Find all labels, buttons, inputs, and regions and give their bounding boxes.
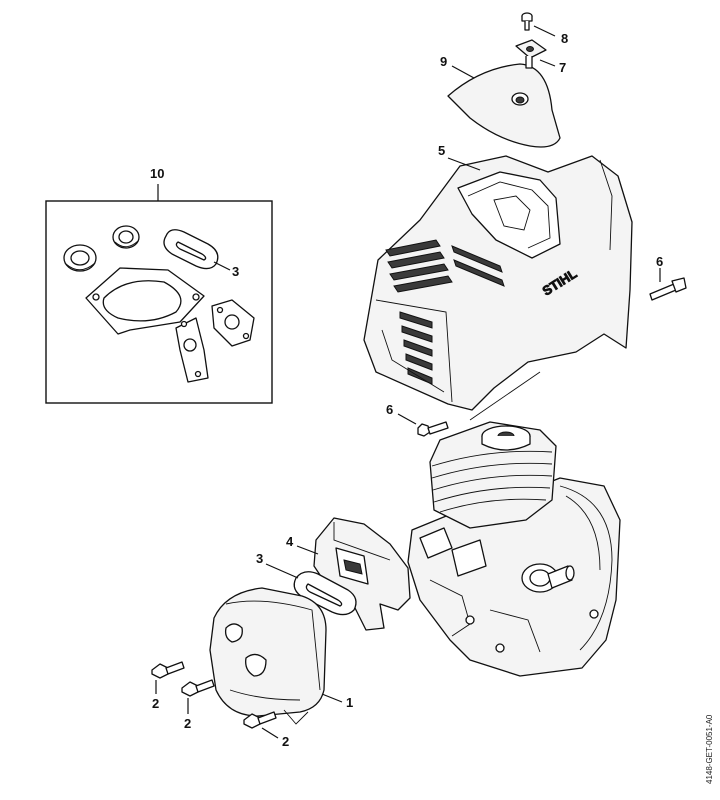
muffler-gasket-kit <box>163 229 231 271</box>
muffler-gasket-3 <box>265 563 357 616</box>
engine-block <box>407 421 621 677</box>
document-id: 4148-GET-0051-A0 <box>705 714 714 784</box>
callout-5: 5 <box>438 143 445 158</box>
top-cover-9 <box>447 63 561 148</box>
intake-gasket <box>175 317 209 383</box>
crankshaft <box>521 563 575 593</box>
cooling-vents <box>385 239 505 385</box>
muffler-1 <box>209 587 343 725</box>
callout-2-c: 2 <box>282 734 289 749</box>
carburetor-gasket <box>211 299 255 347</box>
screw-2-a <box>151 661 185 694</box>
screw-8 <box>521 12 556 37</box>
callout-1: 1 <box>346 695 353 710</box>
callout-3-main: 3 <box>256 551 263 566</box>
callout-6-middle: 6 <box>386 402 393 417</box>
callout-7: 7 <box>559 60 566 75</box>
screw-6-middle <box>397 413 449 437</box>
cylinder <box>429 421 557 529</box>
callout-4: 4 <box>286 534 294 549</box>
gasket-kit-10 <box>45 184 273 404</box>
nut-plate-7 <box>515 39 556 69</box>
screw-2-c <box>243 711 279 739</box>
callout-9: 9 <box>440 54 447 69</box>
callout-6-right: 6 <box>656 254 663 269</box>
screw-6-right <box>649 268 687 301</box>
callout-8: 8 <box>561 31 568 46</box>
screw-2-b <box>181 679 215 714</box>
kit-box-frame <box>45 200 273 404</box>
callout-2-a: 2 <box>152 696 159 711</box>
callout-2-b: 2 <box>184 716 191 731</box>
callout-10: 10 <box>150 166 164 181</box>
shroud-5: STIHL <box>363 155 633 421</box>
oil-seal-large <box>63 244 97 272</box>
oil-seal-small <box>112 225 140 249</box>
cylinder-base-gasket <box>85 267 205 335</box>
callout-3-kit: 3 <box>232 264 239 279</box>
